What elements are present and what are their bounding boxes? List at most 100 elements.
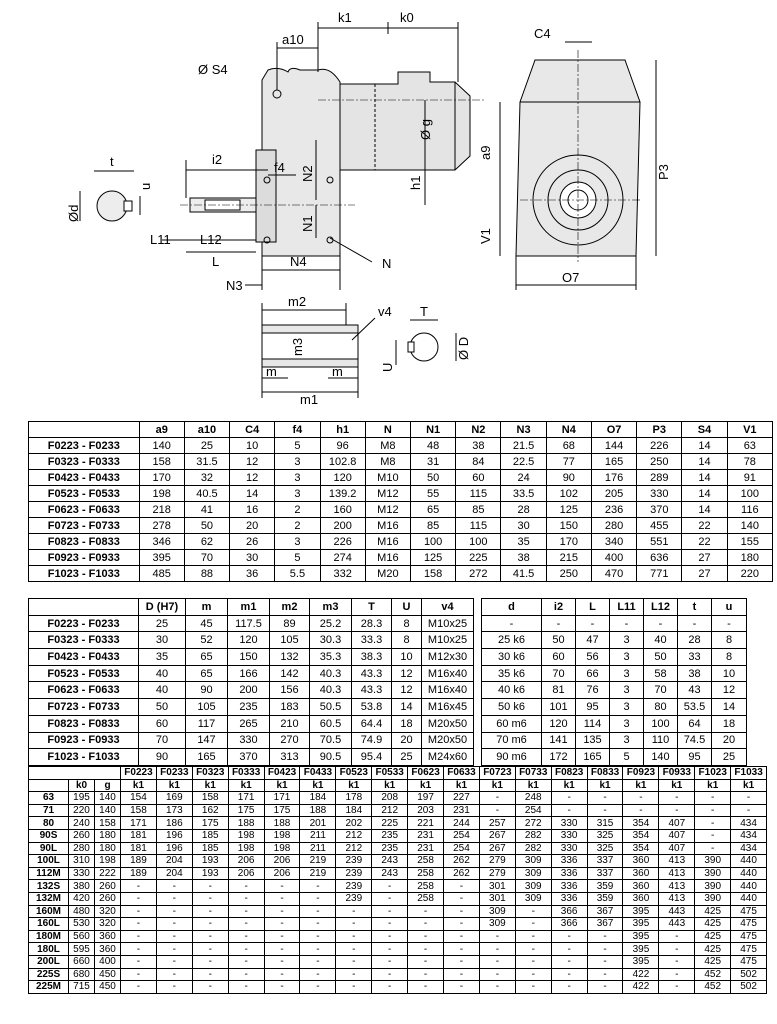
- table-cell: 434: [730, 816, 768, 830]
- table-cell: 65: [185, 648, 228, 666]
- table-cell: 165: [590, 453, 638, 470]
- table-cell: -: [371, 879, 409, 893]
- table-cell: -: [586, 954, 624, 969]
- table-cell: -: [191, 954, 229, 969]
- table-cell: 50 k6: [481, 698, 542, 716]
- table-cell: 434: [730, 828, 768, 843]
- table-cell: 101: [541, 698, 576, 716]
- table-cell: 14: [681, 501, 728, 518]
- table-cell: 25.2: [309, 614, 352, 633]
- table-cell: -: [514, 942, 552, 956]
- table-cell: 90L: [28, 841, 69, 856]
- table-cell: 560: [68, 929, 95, 944]
- table-cell: 60: [138, 714, 186, 733]
- table-cell: -: [155, 954, 193, 969]
- table-cell: 116: [726, 501, 774, 518]
- header-cell: k1: [550, 778, 588, 793]
- header-cell: i2: [541, 598, 576, 616]
- table-cell: 95: [575, 698, 610, 716]
- label-s4: Ø S4: [198, 62, 228, 77]
- table-cell: 35 k6: [481, 664, 542, 683]
- table-cell: 28: [677, 631, 712, 650]
- table-cell: M8: [364, 453, 412, 470]
- table-cell: -: [586, 942, 624, 956]
- table-cell: 115: [455, 485, 502, 502]
- table-cell: 12: [391, 681, 422, 700]
- table-cell: M10: [364, 469, 412, 486]
- table-cell: 41.5: [500, 565, 547, 582]
- table-cell: -: [550, 791, 588, 805]
- header-cell: F0733: [514, 766, 552, 780]
- table-cell: 3: [274, 453, 321, 470]
- table-cell: -: [443, 954, 480, 969]
- table-cell: 443: [658, 904, 696, 919]
- header-cell: T: [351, 598, 392, 616]
- table-cell: 330: [636, 485, 683, 502]
- header-cell: F0723: [478, 766, 516, 780]
- table-cell: 198: [227, 828, 265, 843]
- header-cell: N1: [409, 421, 457, 438]
- table-cell: 200: [227, 681, 270, 700]
- table-cell: -: [371, 917, 409, 931]
- table-cell: 22.5: [500, 453, 547, 470]
- table-cell: -: [299, 904, 337, 919]
- table-cell: 171: [120, 816, 157, 830]
- table-cell: 14: [229, 485, 276, 502]
- table-cell: 160M: [28, 904, 69, 919]
- table-cell: -: [514, 904, 552, 919]
- table-cell: 50.5: [309, 698, 352, 716]
- table-cell: 235: [371, 841, 409, 856]
- table-cell: -: [120, 967, 157, 982]
- table-cell: 65: [185, 664, 228, 683]
- table-cell: 25: [391, 748, 422, 766]
- table-cell: 440: [730, 891, 768, 906]
- table-cell: 260: [68, 828, 95, 843]
- table-cell: 96: [319, 437, 366, 454]
- table-cell: -: [227, 891, 265, 906]
- table-cell: -: [478, 967, 516, 982]
- table-cell: 203: [407, 803, 445, 818]
- table-cell: -: [514, 954, 552, 969]
- table-cell: 206: [227, 866, 265, 881]
- table-cell: 239: [335, 891, 373, 906]
- table-cell: 390: [694, 854, 732, 868]
- table-cell: 132M: [28, 891, 69, 906]
- table-cell: -: [550, 803, 588, 818]
- table-cell: 189: [120, 854, 157, 868]
- table-cell: -: [263, 891, 301, 906]
- table-cell: F0323 - F0333: [28, 631, 139, 650]
- header-cell: f4: [274, 421, 321, 438]
- table-cell: 2: [274, 517, 321, 534]
- table-cell: -: [658, 791, 696, 805]
- table-cell: -: [658, 967, 696, 982]
- table-cell: 33: [677, 648, 712, 666]
- table-cell: 309: [478, 904, 516, 919]
- label-n4: N4: [290, 254, 307, 269]
- table-cell: 325: [586, 841, 624, 856]
- table-cell: 43.3: [351, 664, 392, 683]
- table-cell: 715: [68, 980, 95, 994]
- table-cell: 35.3: [309, 648, 352, 666]
- motor-body: [339, 71, 471, 171]
- table-cell: -: [120, 917, 157, 931]
- table-cell: 193: [191, 866, 229, 881]
- table-cell: 440: [730, 879, 768, 893]
- table-cell: -: [711, 614, 747, 633]
- table-cell: 33.5: [500, 485, 547, 502]
- table-cell: 74.5: [677, 731, 712, 750]
- table-cell: 205: [590, 485, 638, 502]
- table-cell: 202: [335, 816, 373, 830]
- table-cell: 480: [68, 904, 95, 919]
- table-cell: 425: [694, 904, 732, 919]
- table-cell: 40 k6: [481, 681, 542, 700]
- table-cell: 239: [335, 866, 373, 881]
- table-cell: 160L: [28, 917, 69, 931]
- gearbox-housing: [261, 67, 341, 257]
- header-cell: F0233: [155, 766, 193, 780]
- table-cell: F0223 - F0233: [28, 614, 139, 633]
